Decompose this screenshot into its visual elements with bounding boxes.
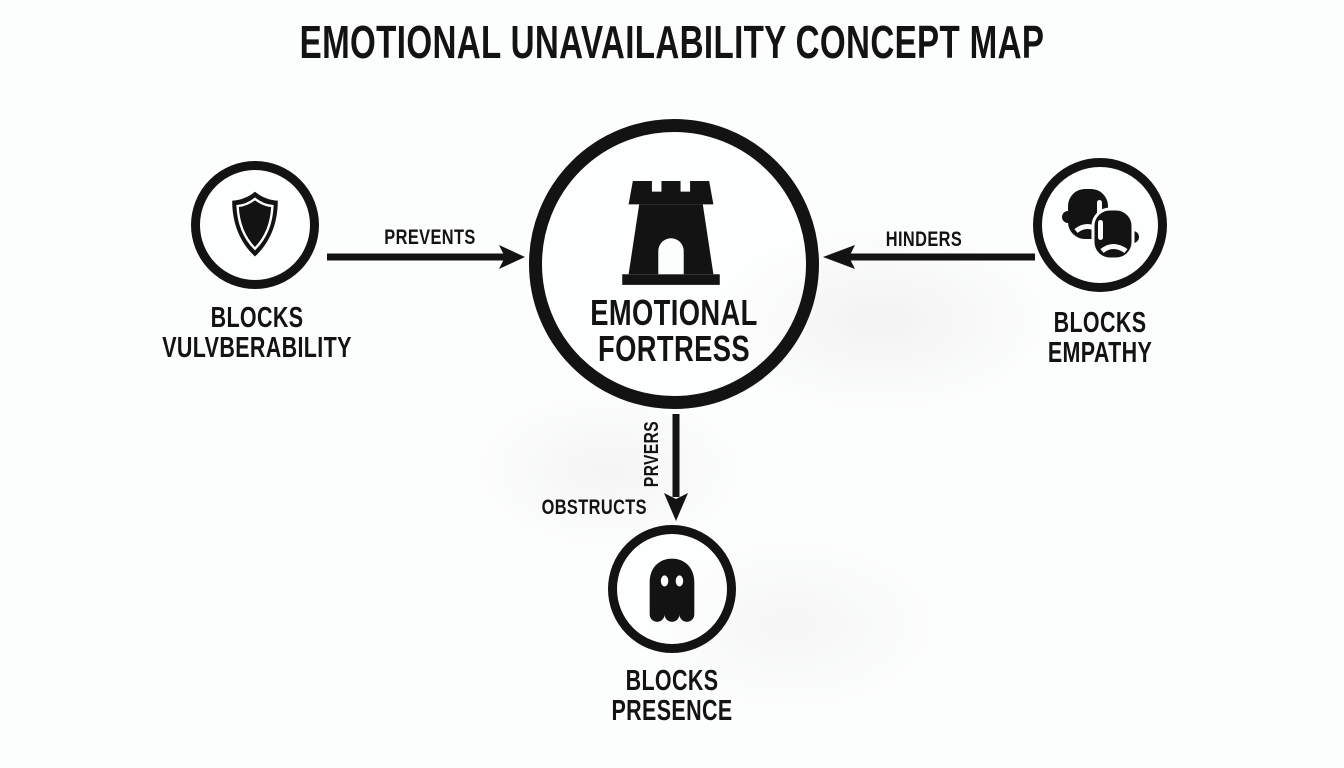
node-blocks-vulnerability — [191, 161, 319, 289]
castle-door — [658, 238, 684, 275]
castle-cap — [628, 181, 714, 205]
shield-icon — [232, 191, 278, 257]
right-node-label: BLOCKS EMPATHY — [988, 308, 1213, 368]
edge-label-prvers: PRVERS — [641, 420, 663, 488]
right-label-line2: EMPATHY — [1047, 337, 1153, 369]
arrow-right-to-center — [823, 245, 1035, 269]
face-right — [1091, 207, 1139, 261]
center-node-label: EMOTIONAL FORTRESS — [574, 295, 775, 367]
left-label-line2: VULVBERABILITY — [162, 332, 352, 364]
castle-base — [622, 274, 720, 285]
left-label-line1: BLOCKS — [210, 302, 304, 334]
page-title: EMOTIONAL UNAVAILABILITY CONCEPT MAP — [299, 16, 1045, 68]
arrow-center-to-bottom — [664, 414, 688, 521]
edge-label-hinders: HINDERS — [885, 228, 963, 251]
node-emotional-fortress: EMOTIONAL FORTRESS — [529, 119, 819, 409]
bottom-label-line1: BLOCKS — [625, 665, 719, 697]
edge-label-obstructs: OBSTRUCTS — [541, 496, 647, 519]
bottom-node-label: BLOCKS PRESENCE — [560, 666, 785, 726]
left-node-label: BLOCKS VULVBERABILITY — [145, 303, 370, 363]
node-blocks-empathy — [1033, 158, 1167, 292]
center-label-line2: FORTRESS — [597, 328, 750, 369]
arrow-left-to-center — [327, 245, 525, 269]
castle-tower-icon — [622, 181, 720, 285]
two-faces-icon — [1062, 189, 1139, 261]
node-blocks-presence — [608, 525, 736, 653]
center-label-line1: EMOTIONAL — [590, 292, 758, 333]
edge-label-prevents: PREVENTS — [384, 226, 476, 249]
bottom-label-line2: PRESENCE — [611, 695, 733, 727]
right-label-line1: BLOCKS — [1053, 307, 1147, 339]
ghost-icon — [649, 558, 695, 622]
